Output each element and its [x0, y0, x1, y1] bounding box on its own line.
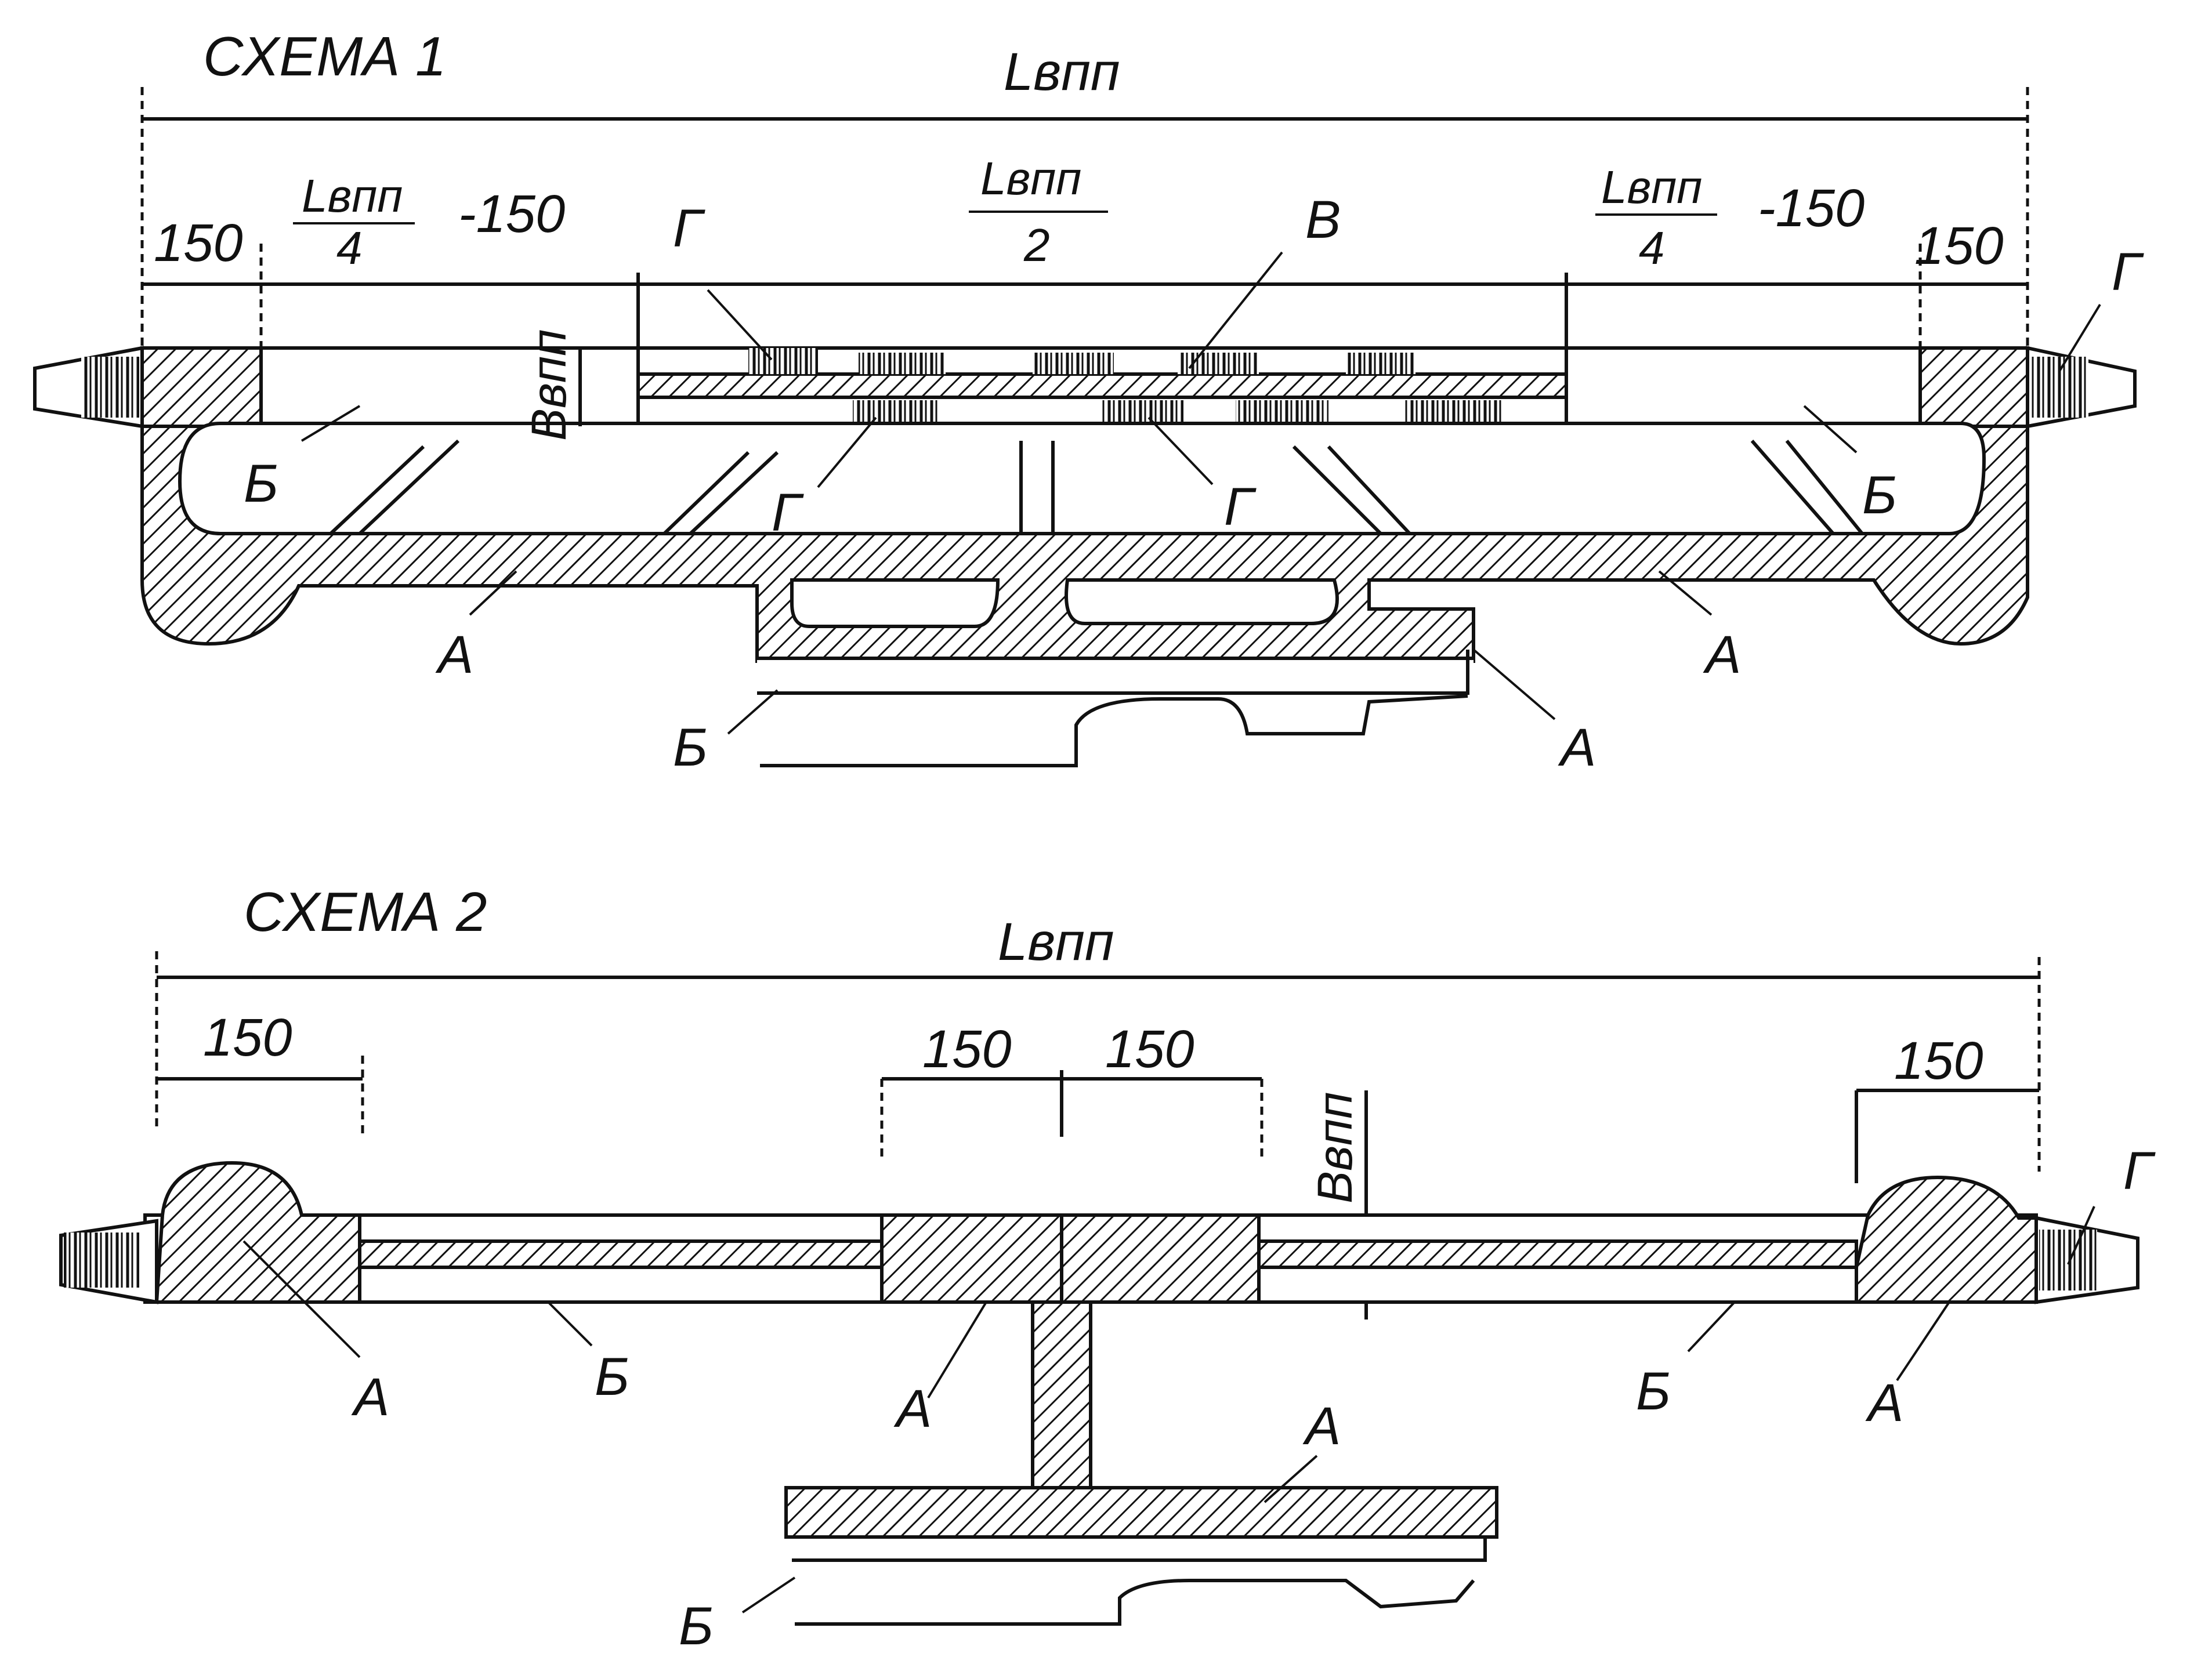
- scheme-1-right-end-light: [2026, 346, 2137, 429]
- scheme-2-overall-dim-label: Lвпп: [998, 912, 1114, 971]
- scheme-1-label-G-right: Г: [2112, 242, 2144, 302]
- scheme-1-segment-dimensions: 150 Lвпп 4 -150 Lвпп 2 Lвпп 4 -150 150: [142, 153, 2028, 429]
- scheme-1-overall-dim-label: Lвпп: [1004, 42, 1120, 102]
- scheme-1-label-B-lower: Б: [673, 718, 708, 777]
- scheme-2-leaders: [242, 1206, 2095, 1614]
- scheme-1-label-B-right: Б: [1862, 466, 1897, 525]
- scheme-1-dim-right-edge: 150: [1914, 216, 2004, 276]
- scheme-2-label-A-right: A: [1865, 1373, 1903, 1433]
- scheme-1-label-A-right: A: [1703, 625, 1741, 684]
- scheme-1-label-A-left: A: [435, 625, 473, 684]
- scheme-1-dim-half-num: Lвпп: [980, 153, 1081, 204]
- scheme-1-width-dimension: Bвпп: [522, 329, 582, 441]
- scheme-1-label-B-left: Б: [244, 454, 278, 513]
- scheme-1-label-G-top: Г: [673, 199, 705, 258]
- scheme-2-label-B-right: Б: [1636, 1362, 1671, 1421]
- scheme-2-dim-150-center-right: 150: [1105, 1020, 1194, 1079]
- scheme-1-width-label: Bвпп: [522, 329, 576, 441]
- scheme-1-dim-half-den: 2: [1023, 219, 1050, 271]
- scheme-1-dim-left-edge: 150: [154, 213, 243, 273]
- scheme-2: СХЕМА 2 Lвпп 150 150 150 150 Bвпп: [59, 881, 2156, 1653]
- scheme-2-overall-dimension: Lвпп: [155, 912, 2041, 1172]
- scheme-1: СХЕМА 1 Lвпп 150 Lвпп 4 -150 Lвпп 2 Lвпп: [33, 26, 2144, 777]
- scheme-1-label-A-lower: A: [1558, 718, 1596, 777]
- scheme-1-dim-quarter-num-right: Lвпп: [1601, 161, 1702, 213]
- scheme-2-150-dimensions: 150 150 150 150: [157, 1008, 2039, 1183]
- scheme-1-dim-quarter-suffix-right: -150: [1758, 179, 1865, 238]
- scheme-1-label-G-low-left: Г: [772, 483, 804, 542]
- scheme-1-dim-quarter-suffix-left: -150: [458, 184, 565, 244]
- scheme-1-title: СХЕМА 1: [203, 26, 446, 88]
- scheme-2-dim-150-left: 150: [203, 1008, 292, 1067]
- scheme-2-label-B-left: Б: [595, 1347, 629, 1406]
- scheme-2-label-A-center: A: [893, 1379, 932, 1438]
- scheme-2-label-G-right: Г: [2123, 1141, 2156, 1201]
- scheme-1-label-V: В: [1305, 190, 1341, 249]
- scheme-2-label-A-left: A: [351, 1368, 389, 1427]
- scheme-2-label-A-lower: A: [1302, 1397, 1341, 1456]
- scheme-2-title: СХЕМА 2: [244, 881, 487, 943]
- scheme-1-leaders: [301, 251, 2101, 735]
- scheme-1-struts: [329, 439, 1864, 535]
- scheme-1-overall-dimension: Lвпп: [140, 42, 2029, 348]
- scheme-1-gear-outline: [140, 422, 2029, 767]
- scheme-2-dim-150-center-left: 150: [922, 1020, 1012, 1079]
- scheme-1-runway-top-band: [140, 346, 2029, 428]
- scheme-1-left-end-light: [33, 346, 144, 429]
- scheme-2-dim-150-right: 150: [1894, 1031, 1983, 1090]
- scheme-1-label-G-low-right: Г: [1224, 477, 1257, 536]
- scheme-2-width-label: Bвпп: [1308, 1092, 1362, 1204]
- scheme-2-runway-section: [143, 1161, 2038, 1626]
- scheme-2-left-end-light: [59, 1219, 158, 1304]
- scheme-2-label-B-lower: Б: [679, 1597, 714, 1653]
- scheme-2-right-end-light: [2034, 1216, 2139, 1304]
- scheme-1-dim-quarter-num-left: Lвпп: [302, 170, 403, 222]
- scheme-1-dim-quarter-den-left: 4: [336, 222, 363, 274]
- scheme-1-dim-quarter-den-right: 4: [1639, 222, 1665, 274]
